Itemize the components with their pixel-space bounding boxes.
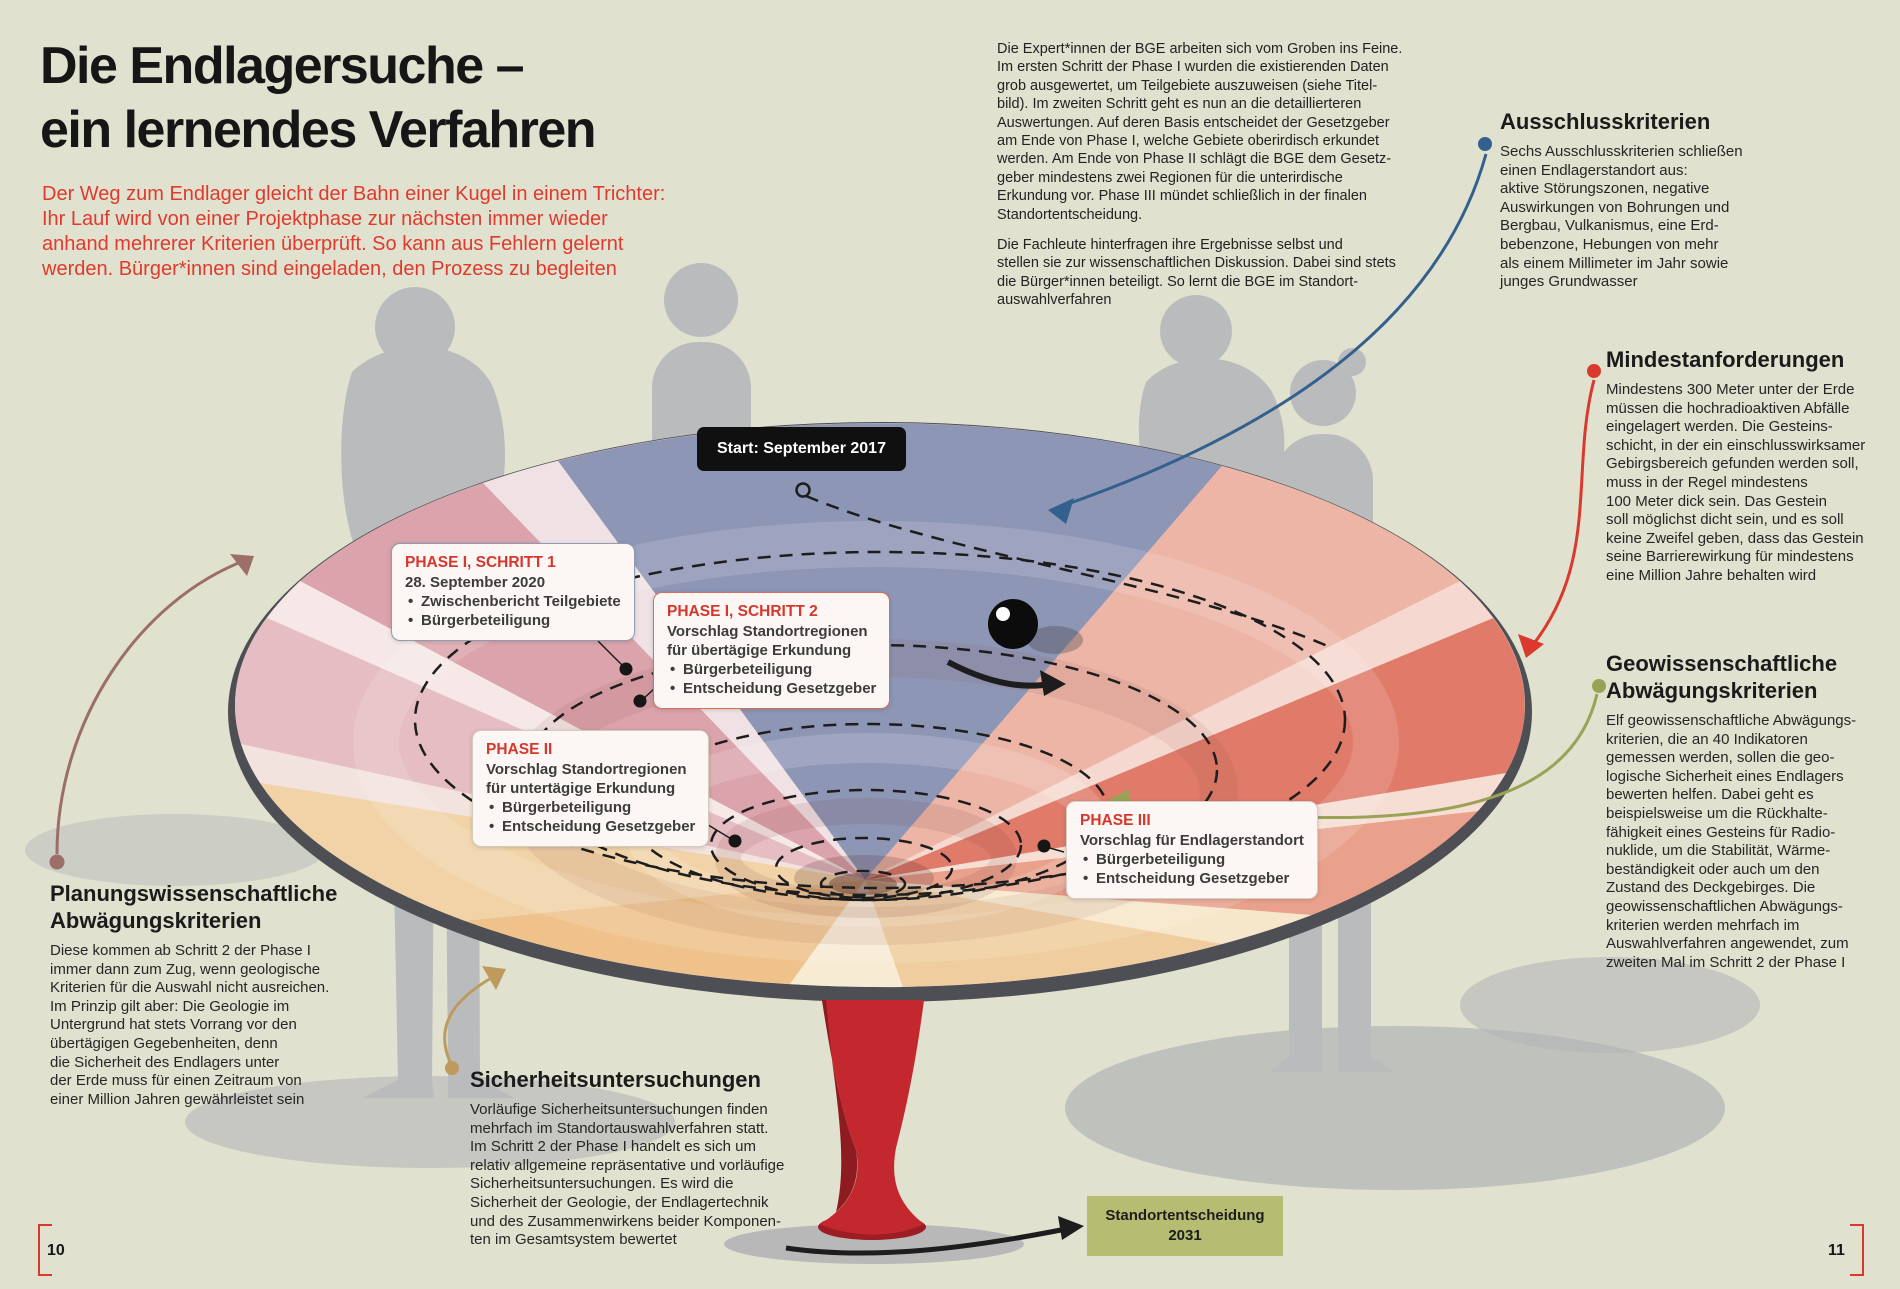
phase-box-phase1-schritt1: PHASE I, SCHRITT 1 28. September 2020 Zw… [391,543,635,641]
page-number-left: 10 [47,1242,65,1259]
section-body: Elf geowissenschaftliche Abwägungs- krit… [1606,712,1857,971]
phase-bullet: Entscheidung Gesetzgeber [667,679,876,698]
lead-paragraph-1: Die Expert*innen der BGE arbeiten sich v… [997,41,1403,223]
phase-box-phase2: PHASE II Vorschlag Standortregionen für … [472,730,710,847]
section-title: Mindestanforderungen [1606,347,1845,372]
ball-direction-arrow [946,659,1051,689]
funnel-stem [724,1000,1024,1264]
page-title: Die Endlagersuche – ein lernendes Verfah… [40,37,597,159]
section-body: Vorläufige Sicherheitsuntersuchungen fin… [470,1101,785,1249]
section-title: Ausschlusskriterien [1500,109,1711,134]
start-badge: Start: September 2017 [697,427,906,471]
decision-badge: Standortentscheidung 2031 [1087,1196,1283,1256]
arrow-planung [55,558,247,855]
section-geowissenschaftliche-kriterien: Geowissenschaftliche Abwägungskriterien … [1606,650,1900,972]
phase-dots [619,662,1051,853]
ground-shadows [25,814,1760,1190]
section-ausschlusskriterien: Ausschlusskriterien Sechs Ausschlusskrit… [1500,108,1830,292]
section-body: Sechs Ausschlusskriterien schließen eine… [1500,143,1743,291]
section-body: Diese kommen ab Schritt 2 der Phase I im… [50,942,330,1108]
crop-mark-left [38,1224,52,1276]
phase-label: PHASE I, SCHRITT 2 [667,603,818,620]
section-mindestanforderungen: Mindestanforderungen Mindestens 300 Mete… [1606,346,1900,586]
crop-mark-right [1850,1224,1864,1276]
arrow-sicherheit [443,972,499,1063]
start-point-marker [795,482,811,498]
phase-label: PHASE I, SCHRITT 1 [405,554,556,571]
rolling-ball [946,599,1083,696]
section-title: Sicherheitsuntersuchungen [470,1067,761,1092]
arrow-decision [785,1226,1067,1256]
phase-headline: Vorschlag Standortregionen für übertägig… [667,623,868,659]
sicherheit-dot [445,1061,459,1075]
section-body: Mindestens 300 Meter unter der Erde müss… [1606,381,1866,584]
funnel-crater [829,873,897,895]
phase-label: PHASE III [1080,812,1151,829]
geo-dot [1592,679,1606,693]
page-number-right: 11 [1828,1242,1845,1259]
phase-bullet: Bürgerbeteiligung [667,660,876,679]
phase-bullet: Zwischenbericht Teilgebiete [405,592,621,611]
page-intro: Der Weg zum Endlager gleicht der Bahn ei… [42,183,666,280]
lead-paragraph-2: Die Fachleute hinterfragen ihre Ergebnis… [997,237,1396,309]
phase-headline: 28. September 2020 [405,574,546,591]
lead-column: Die Expert*innen der BGE arbeiten sich v… [997,40,1427,322]
arrow-mindest [1530,379,1596,647]
arrow-ausschluss [1061,153,1488,508]
section-title: Geowissenschaftliche Abwägungskriterien [1606,651,1838,703]
section-sicherheitsuntersuchungen: Sicherheitsuntersuchungen Vorläufige Sic… [470,1066,820,1250]
planung-dot [49,854,65,870]
funnel-disc [228,422,1532,1002]
section-planungswissenschaftliche-kriterien: Planungswissenschaftliche Abwägungskrite… [50,880,380,1109]
phase-label: PHASE II [486,741,553,758]
phase-bullet: Entscheidung Gesetzgeber [1080,869,1304,888]
phase-box-phase3: PHASE III Vorschlag für Endlagerstandort… [1066,801,1318,899]
phase-bullet: Entscheidung Gesetzgeber [486,817,695,836]
annotation-origin-dots [49,137,1606,1075]
phase-bullet: Bürgerbeteiligung [1080,850,1304,869]
section-title: Planungswissenschaftliche Abwägungskrite… [50,881,338,933]
phase-box-phase1-schritt2: PHASE I, SCHRITT 2 Vorschlag Standortreg… [653,592,891,709]
mindest-dot [1587,364,1601,378]
phase-headline: Vorschlag Standortregionen für untertägi… [486,761,687,797]
phase-bullet: Bürgerbeteiligung [405,611,621,630]
phase-headline: Vorschlag für Endlagerstandort [1080,832,1304,849]
ausschluss-dot [1478,137,1492,151]
phase-bullet: Bürgerbeteiligung [486,798,695,817]
